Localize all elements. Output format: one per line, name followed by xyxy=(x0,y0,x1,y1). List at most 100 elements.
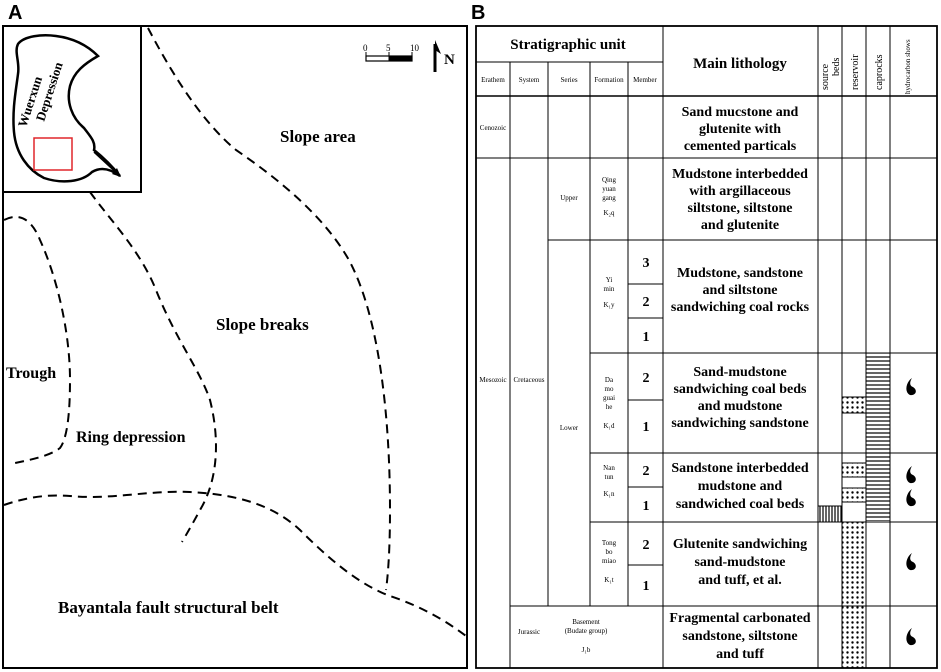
svg-text:K₁d: K₁d xyxy=(604,422,615,430)
header-system: System xyxy=(519,76,540,84)
reservoir-nantun2-dots xyxy=(842,463,866,477)
member-damoguaihe-1: 1 xyxy=(643,420,650,435)
formation-nantun: Nan tun K₁n xyxy=(603,464,615,498)
member-nantun-2: 2 xyxy=(643,464,650,479)
hydrocarbon-show-icon xyxy=(906,628,916,646)
member-tongbomiao-1: 1 xyxy=(643,579,650,594)
slope-area-boundary xyxy=(147,27,392,591)
system-jurassic: Jurassic xyxy=(518,628,540,636)
north-arrow: N xyxy=(433,40,455,72)
svg-text:he: he xyxy=(606,403,613,411)
lithology-yimin: Mudstone, sandstone and siltstone sandwi… xyxy=(671,266,810,315)
erathem-mesozoic: Mesozoic xyxy=(479,376,506,384)
member-yimin-3: 3 xyxy=(643,256,650,271)
header-caprocks: caprocks xyxy=(874,54,885,90)
erathem-cenozoic: Cenozoic xyxy=(480,124,506,132)
member-tongbomiao-2: 2 xyxy=(643,538,650,553)
lithology-basement: Fragmental carbonated sandstone, siltsto… xyxy=(669,611,810,662)
header-reservoir: reservoir xyxy=(850,54,861,90)
series-upper: Upper xyxy=(560,194,578,202)
label-slope-area: Slope area xyxy=(280,127,356,146)
svg-text:K₁y: K₁y xyxy=(604,301,615,309)
svg-text:K₂q: K₂q xyxy=(604,209,615,217)
svg-text:J₁b: J₁b xyxy=(582,646,591,654)
reservoir-nantun1-dots xyxy=(842,488,866,502)
svg-text:and siltstone: and siltstone xyxy=(702,283,777,298)
svg-text:siltstone, siltstone: siltstone, siltstone xyxy=(688,201,793,216)
svg-text:yuan: yuan xyxy=(602,185,616,193)
svg-text:mudstone and: mudstone and xyxy=(698,479,783,494)
svg-text:sandwiching coal rocks: sandwiching coal rocks xyxy=(671,300,810,315)
slope-breaks-boundary xyxy=(89,191,217,543)
study-area-box xyxy=(33,137,73,171)
svg-text:Sand mucstone and: Sand mucstone and xyxy=(682,105,799,120)
svg-text:K₁t: K₁t xyxy=(604,576,613,584)
svg-text:Basement: Basement xyxy=(572,618,600,626)
svg-text:K₁n: K₁n xyxy=(604,490,615,498)
hydrocarbon-show-icon xyxy=(906,489,916,507)
member-yimin-1: 1 xyxy=(643,330,650,345)
member-damoguaihe-2: 2 xyxy=(643,371,650,386)
svg-text:(Budate group): (Budate group) xyxy=(565,627,608,635)
panel-a-letter: A xyxy=(8,2,23,24)
scale-tick-10: 10 xyxy=(410,43,420,53)
label-trough: Trough xyxy=(6,365,56,382)
svg-text:Qing: Qing xyxy=(602,176,617,184)
header-erathem: Erathem xyxy=(481,76,505,84)
hydrocarbon-show-icon xyxy=(906,553,916,571)
svg-text:Tong: Tong xyxy=(602,539,617,547)
lithology-cenozoic: Sand mucstone and glutenite with cemente… xyxy=(682,105,799,154)
header-source-beds-1: source xyxy=(820,63,831,90)
lithology-nantun: Sandstone interbedded mudstone and sandw… xyxy=(671,461,809,512)
reservoir-damoguaihe-dots xyxy=(842,397,866,413)
svg-text:miao: miao xyxy=(602,557,616,565)
header-series: Series xyxy=(560,76,577,84)
map-frame xyxy=(2,25,468,669)
svg-text:and glutenite: and glutenite xyxy=(701,218,779,233)
scale-bar: 0 5 10 xyxy=(363,43,420,62)
svg-text:sand-mudstone: sand-mudstone xyxy=(694,555,785,570)
source-bed-vlines xyxy=(818,506,842,522)
svg-text:Glutenite sandwiching: Glutenite sandwiching xyxy=(673,537,807,552)
svg-text:sandstone, siltstone: sandstone, siltstone xyxy=(682,629,797,644)
svg-text:sandwiching coal beds: sandwiching coal beds xyxy=(673,382,807,397)
formation-damoguaihe: Da mo guai he K₁d xyxy=(603,376,615,430)
reservoir-tongbomiao-basement-dots xyxy=(842,522,866,668)
svg-text:min: min xyxy=(604,285,615,293)
svg-text:cemented particals: cemented particals xyxy=(684,139,797,154)
svg-text:tun: tun xyxy=(605,473,614,481)
svg-text:Fragmental carbonated: Fragmental carbonated xyxy=(669,611,810,626)
formation-tongbomiao: Tong bo miao K₁t xyxy=(602,539,617,584)
lithology-tongbomiao: Glutenite sandwiching sand-mudstone and … xyxy=(673,537,807,588)
hydrocarbon-show-icon xyxy=(906,378,916,396)
header-formation: Formation xyxy=(594,76,624,84)
svg-text:Yi: Yi xyxy=(606,276,613,284)
formation-yimin: Yi min K₁y xyxy=(604,276,615,309)
svg-text:and mudstone: and mudstone xyxy=(698,399,782,414)
inset-map: Wuerxun Depression xyxy=(2,25,142,193)
header-member: Member xyxy=(633,76,657,84)
north-label: N xyxy=(444,52,455,68)
hydrocarbon-show-symbols xyxy=(906,378,916,646)
svg-text:and tuff, et al.: and tuff, et al. xyxy=(698,573,782,588)
svg-text:mo: mo xyxy=(605,385,614,393)
svg-text:guai: guai xyxy=(603,394,615,402)
label-ring-depression: Ring depression xyxy=(76,429,186,446)
svg-text:sandwiching sandstone: sandwiching sandstone xyxy=(671,416,808,431)
svg-text:Nan: Nan xyxy=(603,464,615,472)
svg-text:glutenite with: glutenite with xyxy=(699,122,781,137)
formation-qingyuangang: Qing yuan gang K₂q xyxy=(602,176,617,217)
table-frame xyxy=(475,25,938,669)
svg-text:bo: bo xyxy=(606,548,614,556)
map-panel: Wuerxun Depression 0 5 10 N Sl xyxy=(2,25,468,669)
trough-boundary xyxy=(3,215,72,465)
fault-belt-boundary xyxy=(3,490,467,637)
scale-tick-5: 5 xyxy=(386,43,391,53)
formation-basement: Basement (Budate group) J₁b xyxy=(565,618,608,654)
caprock-hatch xyxy=(866,353,890,521)
svg-text:Da: Da xyxy=(605,376,614,384)
member-yimin-2: 2 xyxy=(643,295,650,310)
inset-arrowhead-icon xyxy=(112,168,121,177)
svg-text:gang: gang xyxy=(602,194,616,202)
